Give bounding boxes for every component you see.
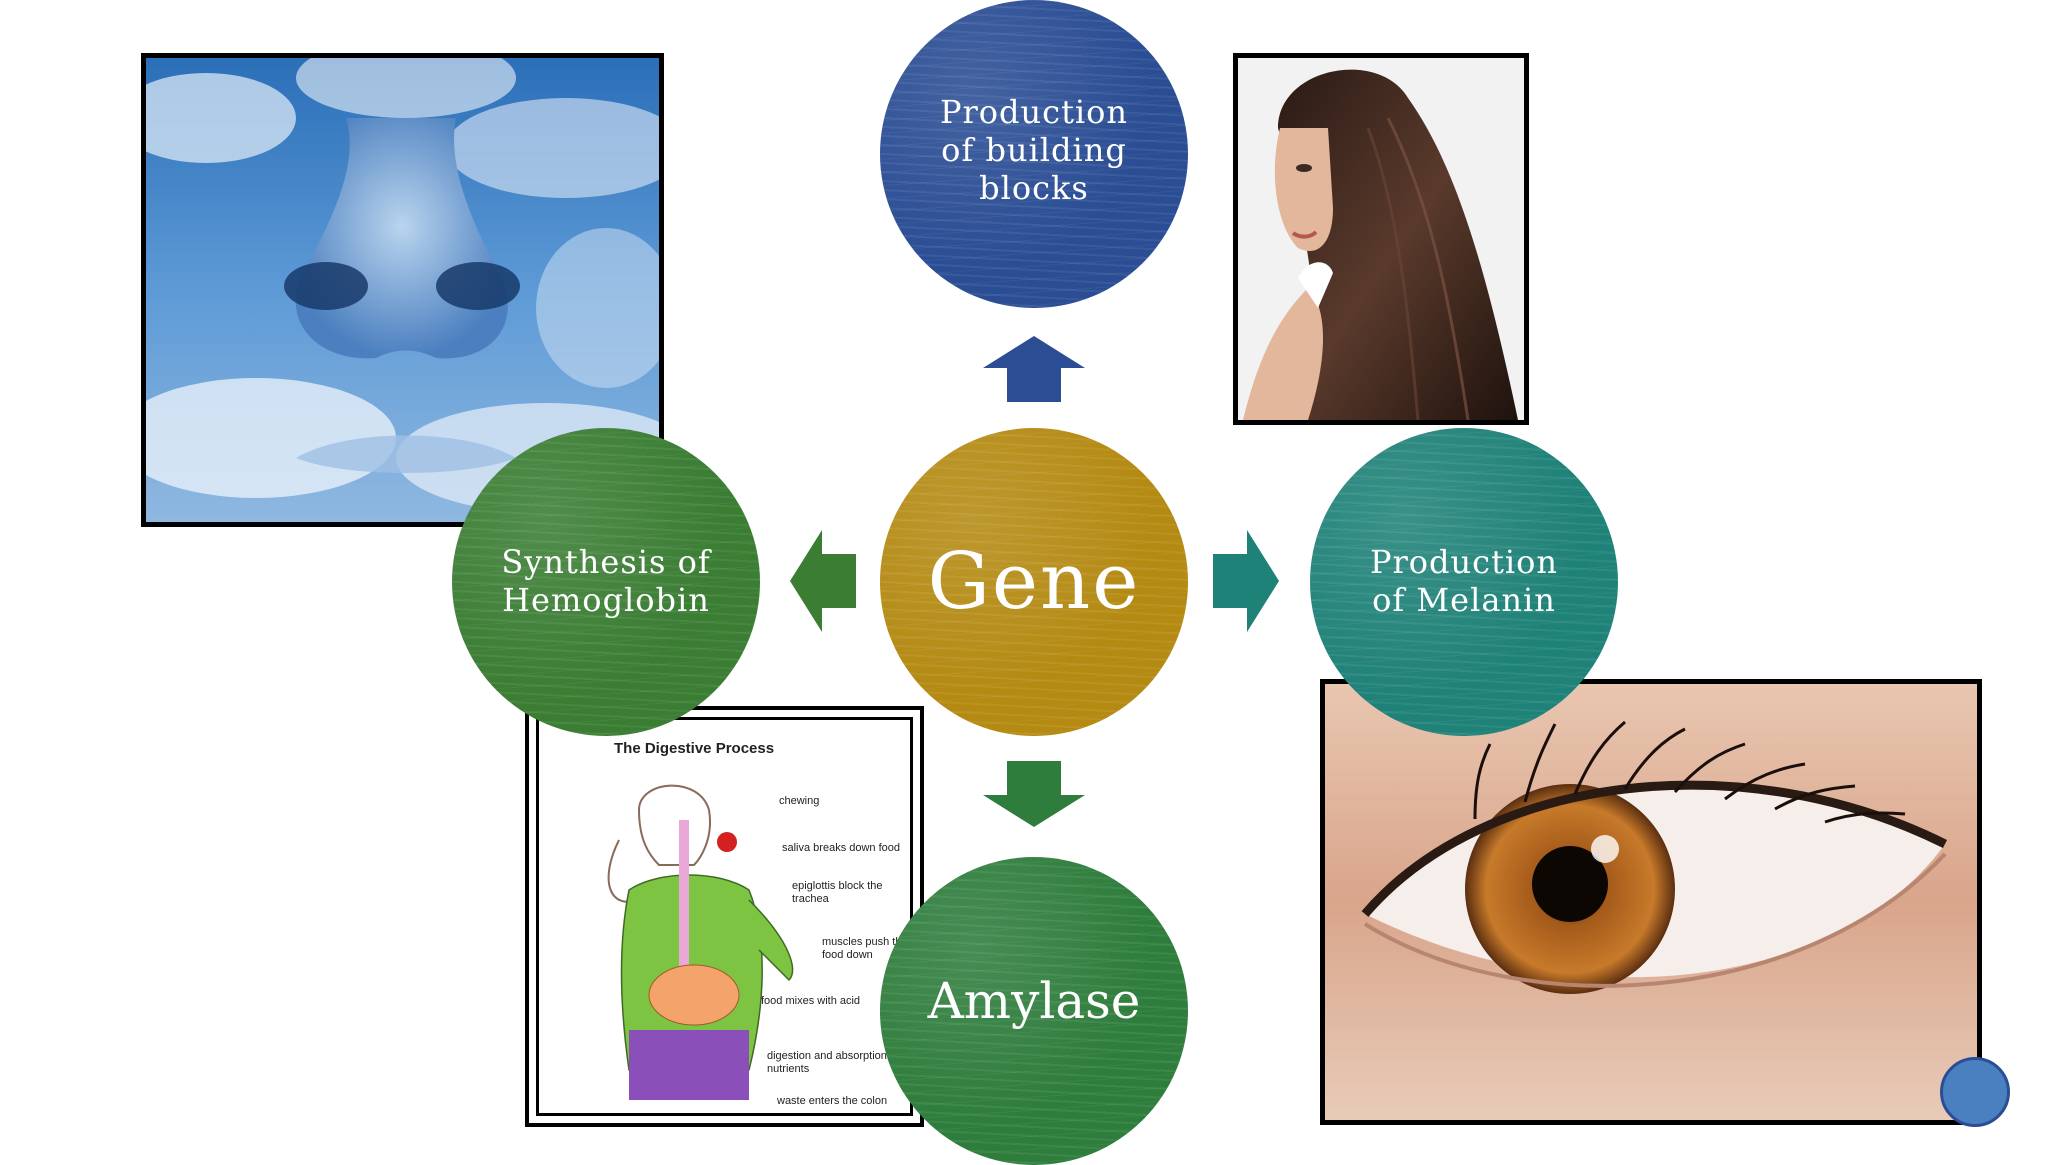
node-left-line-2: Hemoglobin [502,581,710,619]
arrow-left-icon [790,530,856,632]
digestive-label-3: epiglottis block the trachea [792,880,883,905]
node-top-line-3: blocks [979,168,1089,207]
node-right-line-1: Production [1369,543,1559,582]
node-right-line-2: of Melanin [1372,581,1556,619]
brown-eye-icon [1325,684,1977,1120]
node-top-line-2: of building [941,131,1127,170]
digestive-label-7: waste enters the colon [777,1095,888,1107]
hair-woman-photo [1233,53,1529,425]
node-top-line-1: Production [939,93,1129,132]
digestive-title: The Digestive Process [614,740,775,757]
node-left-line-1: Synthesis of [501,543,711,582]
digestive-body-icon [607,784,794,1100]
node-bottom-amylase: Amylase [880,857,1188,1165]
digestive-label-4: muscles push the food down [822,936,908,961]
digestive-label-2: saliva breaks down food [782,842,901,854]
node-top-building-blocks: Production of building blocks [880,0,1188,308]
arrow-right-icon [1213,530,1279,632]
node-right-melanin: Production of Melanin [1310,428,1618,736]
node-bottom-label: Amylase [927,971,1141,1030]
arrow-up-icon [983,336,1085,402]
node-left-hemoglobin: Synthesis of Hemoglobin [452,428,760,736]
arrow-down-icon [983,761,1085,827]
woman-hair-icon [1238,58,1524,420]
digestive-label-5: food mixes with acid [761,995,861,1007]
digestive-process-figure: The Digestive Process chewing saliva bre… [525,706,924,1127]
digestive-label-6: digestion and absorption of nutrients [767,1050,900,1075]
slide-nav-button[interactable] [1940,1057,2010,1127]
node-center-gene: Gene [880,428,1188,736]
digestive-label-1: chewing [779,795,820,807]
eye-photo [1320,679,1982,1125]
node-center-label: Gene [927,536,1141,627]
